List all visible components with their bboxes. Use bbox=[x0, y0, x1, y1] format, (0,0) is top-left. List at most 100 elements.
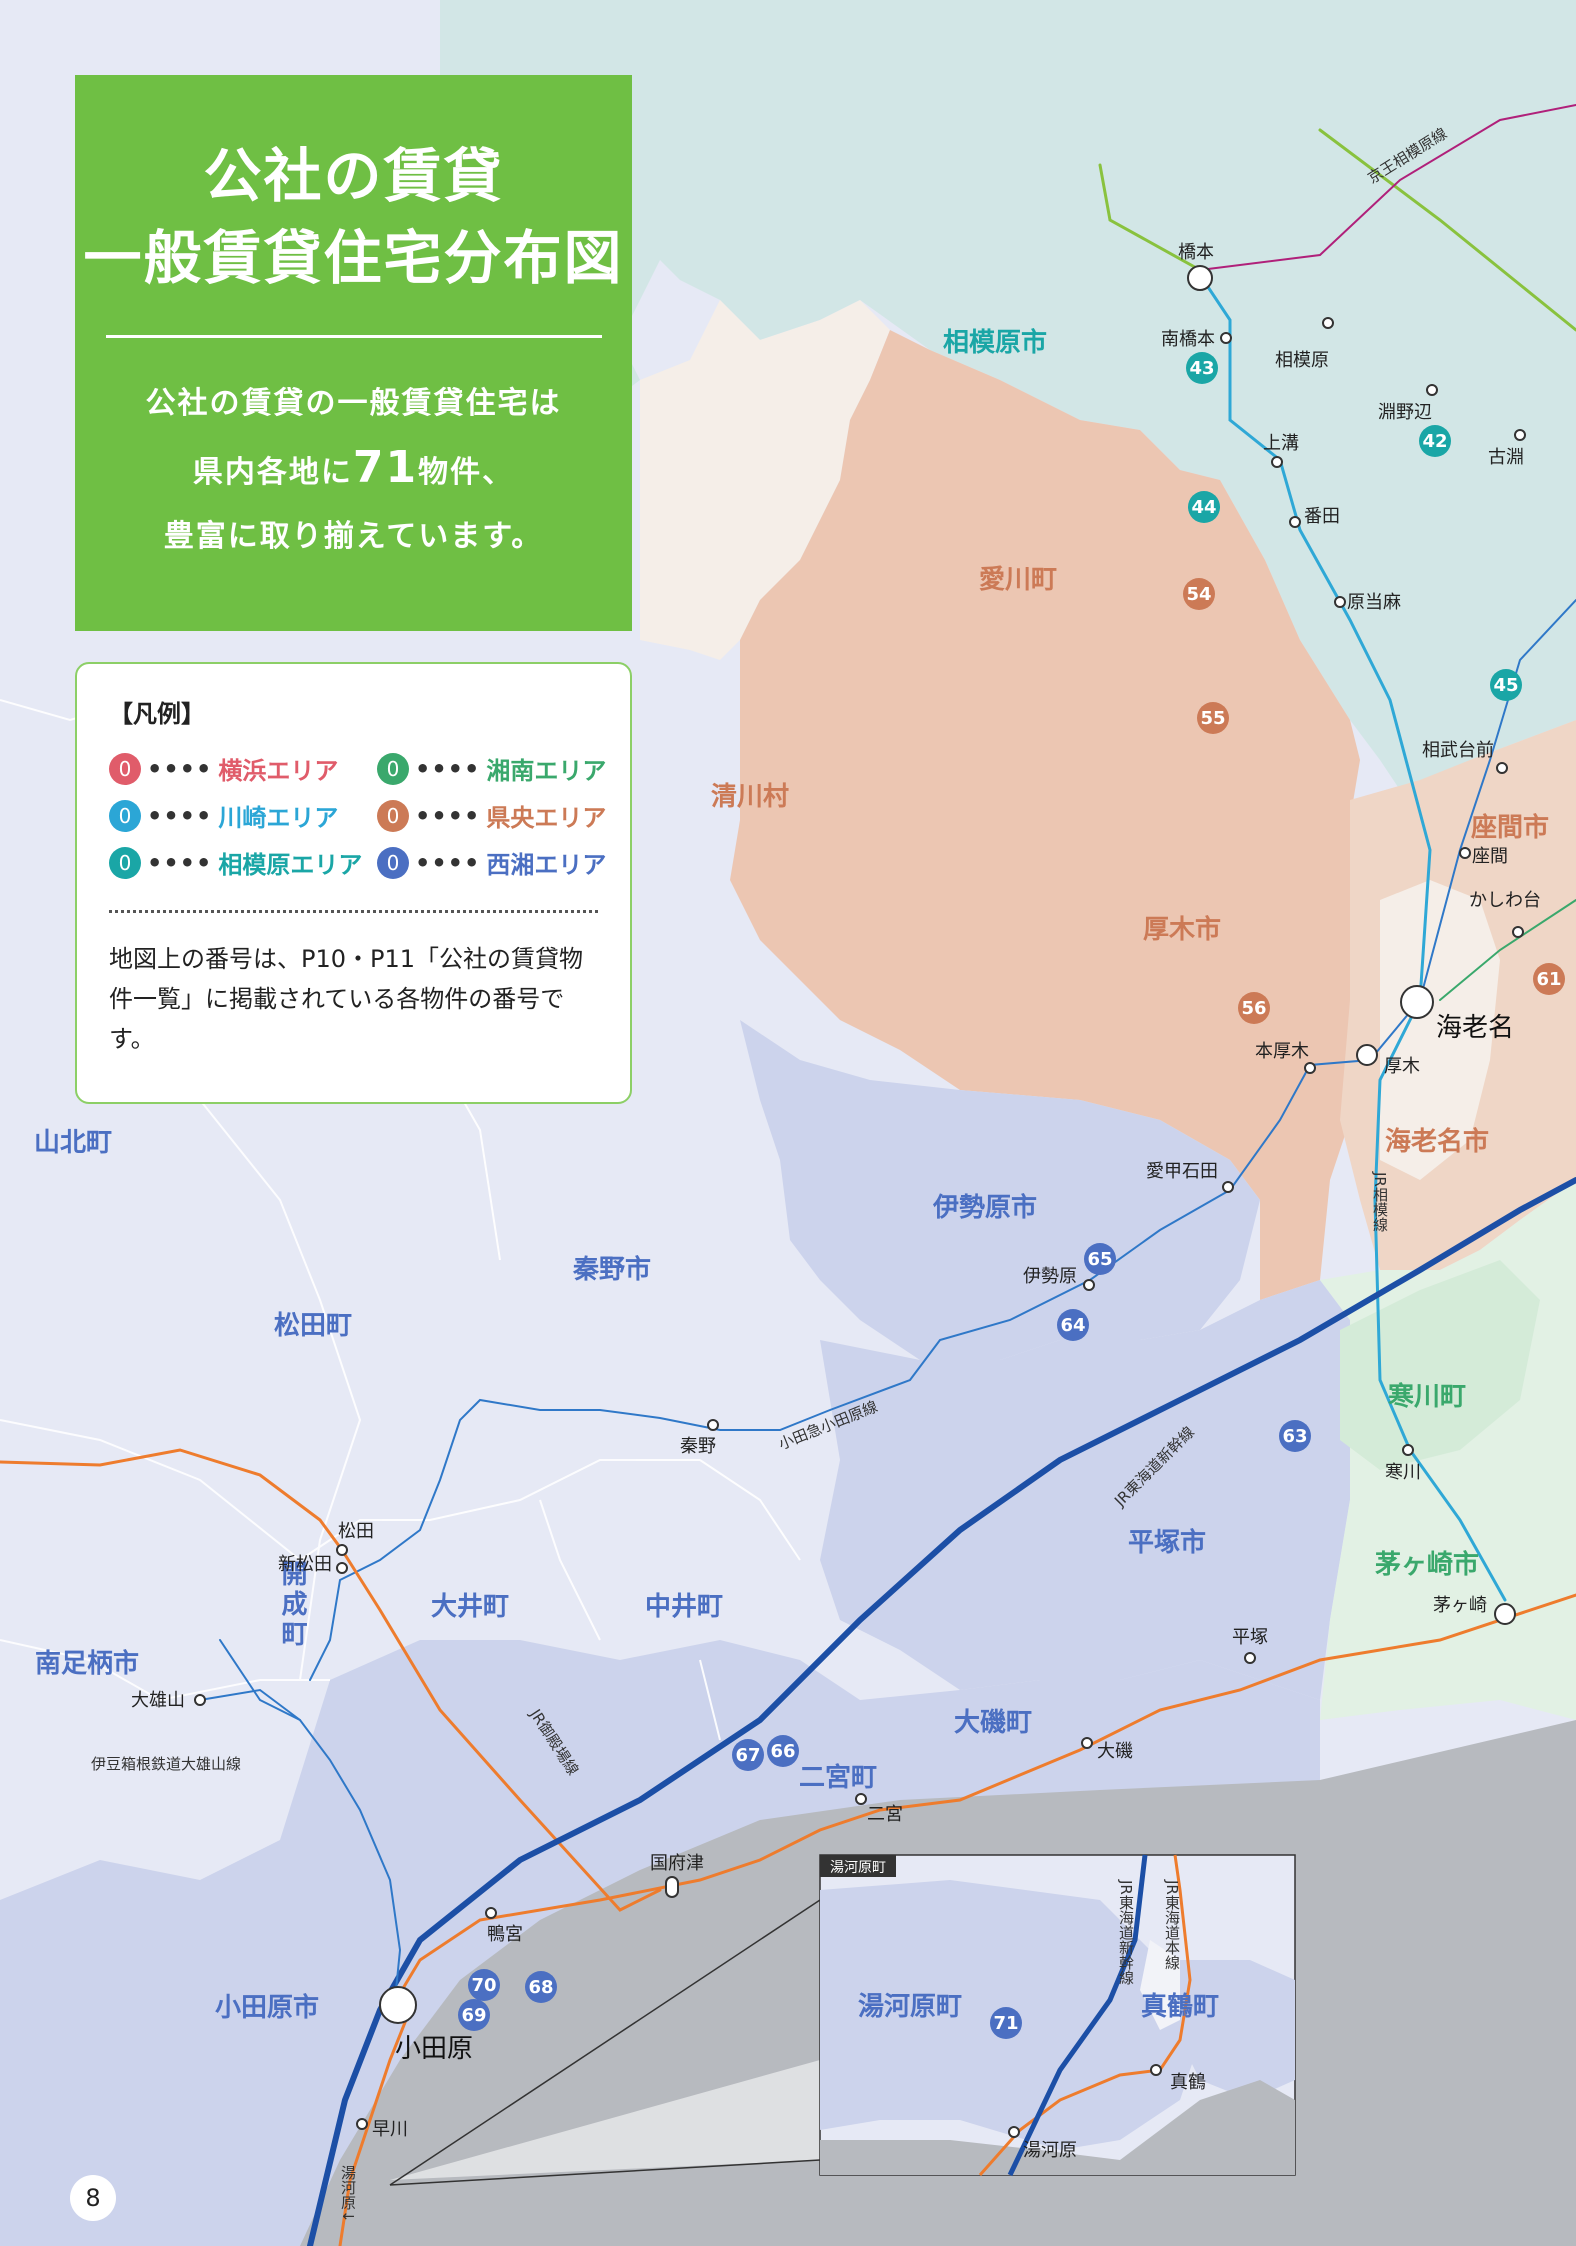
station-minamihashimoto: 南橋本 bbox=[1161, 329, 1215, 350]
region-manazuru: 真鶴町 bbox=[1141, 1991, 1219, 2022]
svg-text:43: 43 bbox=[1189, 358, 1214, 379]
station-odawara: 小田原 bbox=[395, 2034, 473, 2064]
intro-line-1: 公社の賃貸の一般賃貸住宅は bbox=[145, 386, 562, 421]
legend-heading: 【凡例】 bbox=[109, 700, 205, 728]
daiyuzan-line bbox=[219, 1639, 402, 2001]
station-isehara: 伊勢原 bbox=[1023, 1266, 1077, 1287]
property-marker-64[interactable]: 64 bbox=[1057, 1309, 1089, 1341]
svg-text:65: 65 bbox=[1087, 1249, 1112, 1270]
property-marker-42[interactable]: 42 bbox=[1419, 425, 1451, 457]
legend-label-yokohama: 横浜エリア bbox=[218, 757, 339, 785]
svg-text:45: 45 bbox=[1493, 675, 1518, 696]
intro-line-2-post: 物件、 bbox=[418, 455, 515, 490]
property-marker-54[interactable]: 54 bbox=[1183, 578, 1215, 610]
label-izuhakone-line: 伊豆箱根鉄道大雄山線 bbox=[91, 1755, 241, 1773]
legend-marker-shonan: 0 bbox=[377, 752, 409, 785]
legend-marker-yokohama: 0 bbox=[109, 752, 141, 785]
region-ebina: 海老名市 bbox=[1385, 1126, 1489, 1157]
property-marker-69[interactable]: 69 bbox=[458, 1999, 490, 2031]
station-kamonomiya: 鴨宮 bbox=[487, 1924, 523, 1945]
station-atsugi: 厚木 bbox=[1384, 1056, 1420, 1077]
svg-text:67: 67 bbox=[735, 1745, 760, 1766]
property-marker-65[interactable]: 65 bbox=[1084, 1243, 1116, 1275]
seisho-south-area bbox=[0, 1640, 1320, 2246]
yokohama-line-north bbox=[1098, 163, 1202, 272]
daiyuzan-line-branch bbox=[199, 1688, 301, 1721]
property-marker-44[interactable]: 44 bbox=[1188, 491, 1220, 523]
legend-divider bbox=[109, 910, 598, 913]
legend-label-kawasaki: 川崎エリア bbox=[218, 804, 339, 832]
legend-label-kenou: 県央エリア bbox=[486, 804, 607, 832]
property-markers: 43 42 44 45 54 55 56 61 65 64 63 67 66 7… bbox=[458, 352, 1565, 2039]
legend-grid: 0••••横浜エリア 0••••湘南エリア 0••••川崎エリア 0••••県央… bbox=[109, 751, 606, 880]
region-yugawara: 湯河原町 bbox=[858, 1992, 962, 2022]
odakyu-line bbox=[309, 599, 1576, 1681]
title-panel: 公社の賃貸 一般賃貸住宅分布図 公社の賃貸の一般賃貸住宅は 県内各地に71物件、… bbox=[75, 75, 632, 631]
property-marker-66[interactable]: 66 bbox=[767, 1735, 799, 1767]
property-marker-56[interactable]: 56 bbox=[1238, 992, 1270, 1024]
station-labels: 橋本 南橋本 相模原 淵野辺 古淵 上溝 番田 原当麻 相武台前 座間 かしわ台… bbox=[131, 242, 1541, 2161]
station-kozu: 国府津 bbox=[650, 1853, 704, 1874]
sotetsu-line bbox=[1439, 899, 1576, 1001]
property-marker-70[interactable]: 70 bbox=[468, 1969, 500, 2001]
property-marker-45[interactable]: 45 bbox=[1490, 669, 1522, 701]
label-inset-shinkansen: JR東海道新幹線 bbox=[1117, 1879, 1135, 1985]
station-daiyuzan: 大雄山 bbox=[131, 1690, 185, 1711]
property-marker-55[interactable]: 55 bbox=[1197, 702, 1229, 734]
region-kiyokawa: 清川村 bbox=[711, 782, 789, 812]
intro-line-2-pre: 県内各地に bbox=[192, 455, 353, 490]
legend-panel: 【凡例】 0••••横浜エリア 0••••湘南エリア 0••••川崎エリア 0•… bbox=[75, 662, 632, 1104]
region-oi: 大井町 bbox=[431, 1592, 509, 1622]
svg-text:70: 70 bbox=[471, 1975, 496, 1996]
svg-text:44: 44 bbox=[1191, 497, 1216, 518]
region-matsuda: 松田町 bbox=[274, 1311, 352, 1341]
region-yamakita: 山北町 bbox=[34, 1128, 112, 1158]
sagami-line bbox=[1198, 273, 1507, 1602]
legend-leader: •••• bbox=[415, 801, 481, 830]
legend-item-sagamihara: 0••••相模原エリア bbox=[109, 845, 377, 880]
keio-line bbox=[1199, 104, 1576, 271]
property-marker-67[interactable]: 67 bbox=[732, 1739, 764, 1771]
atsugi-area bbox=[730, 330, 1370, 1300]
station-manazuru: 真鶴 bbox=[1170, 2072, 1206, 2093]
label-sagami-line: JR相模線 bbox=[1371, 1171, 1389, 1232]
legend-label-seisho: 西湘エリア bbox=[486, 851, 607, 879]
legend-item-kawasaki: 0••••川崎エリア bbox=[109, 798, 377, 833]
label-inset-tokaido: JR東海道本線 bbox=[1163, 1879, 1181, 1970]
station-yugawara: 湯河原 bbox=[1023, 2140, 1077, 2161]
property-marker-68[interactable]: 68 bbox=[525, 1971, 557, 2003]
hiratsuka-area bbox=[820, 1280, 1350, 1700]
legend-item-seisho: 0••••西湘エリア bbox=[377, 845, 607, 880]
svg-text:54: 54 bbox=[1186, 584, 1211, 605]
station-samukawa: 寒川 bbox=[1385, 1462, 1421, 1483]
svg-text:69: 69 bbox=[461, 2005, 486, 2026]
property-marker-63[interactable]: 63 bbox=[1279, 1420, 1311, 1452]
svg-text:42: 42 bbox=[1422, 431, 1447, 452]
station-fuchinobe: 淵野辺 bbox=[1378, 402, 1432, 423]
tokaido-line bbox=[388, 1593, 1576, 2012]
station-honatsugi: 本厚木 bbox=[1255, 1041, 1309, 1062]
svg-text:63: 63 bbox=[1282, 1426, 1307, 1447]
station-zama: 座間 bbox=[1472, 846, 1508, 867]
property-marker-71[interactable]: 71 bbox=[990, 2007, 1022, 2039]
property-count: 71 bbox=[352, 442, 419, 493]
legend-label-sagamihara: 相模原エリア bbox=[218, 851, 363, 879]
property-marker-43[interactable]: 43 bbox=[1186, 352, 1218, 384]
property-marker-61[interactable]: 61 bbox=[1533, 963, 1565, 995]
station-hiratsuka: 平塚 bbox=[1232, 1627, 1268, 1648]
ebina-light-area bbox=[1380, 880, 1500, 1180]
station-ninomiya: 二宮 bbox=[867, 1804, 903, 1825]
svg-text:68: 68 bbox=[528, 1977, 553, 1998]
legend-leader: •••• bbox=[415, 848, 481, 877]
legend-item-yokohama: 0••••横浜エリア bbox=[109, 751, 377, 786]
samukawa-area bbox=[1340, 1260, 1540, 1470]
intro-text: 公社の賃貸の一般賃貸住宅は 県内各地に71物件、 豊富に取り揃えています。 bbox=[75, 372, 632, 569]
legend-leader: •••• bbox=[147, 848, 213, 877]
station-dots bbox=[194, 265, 1526, 2138]
region-kaisei: 開成町 bbox=[277, 1560, 307, 1650]
svg-text:56: 56 bbox=[1241, 998, 1266, 1019]
page-number: 8 bbox=[70, 2175, 116, 2221]
station-hashimoto: 橋本 bbox=[1178, 242, 1214, 263]
station-chigasaki: 茅ヶ崎 bbox=[1433, 1595, 1487, 1616]
